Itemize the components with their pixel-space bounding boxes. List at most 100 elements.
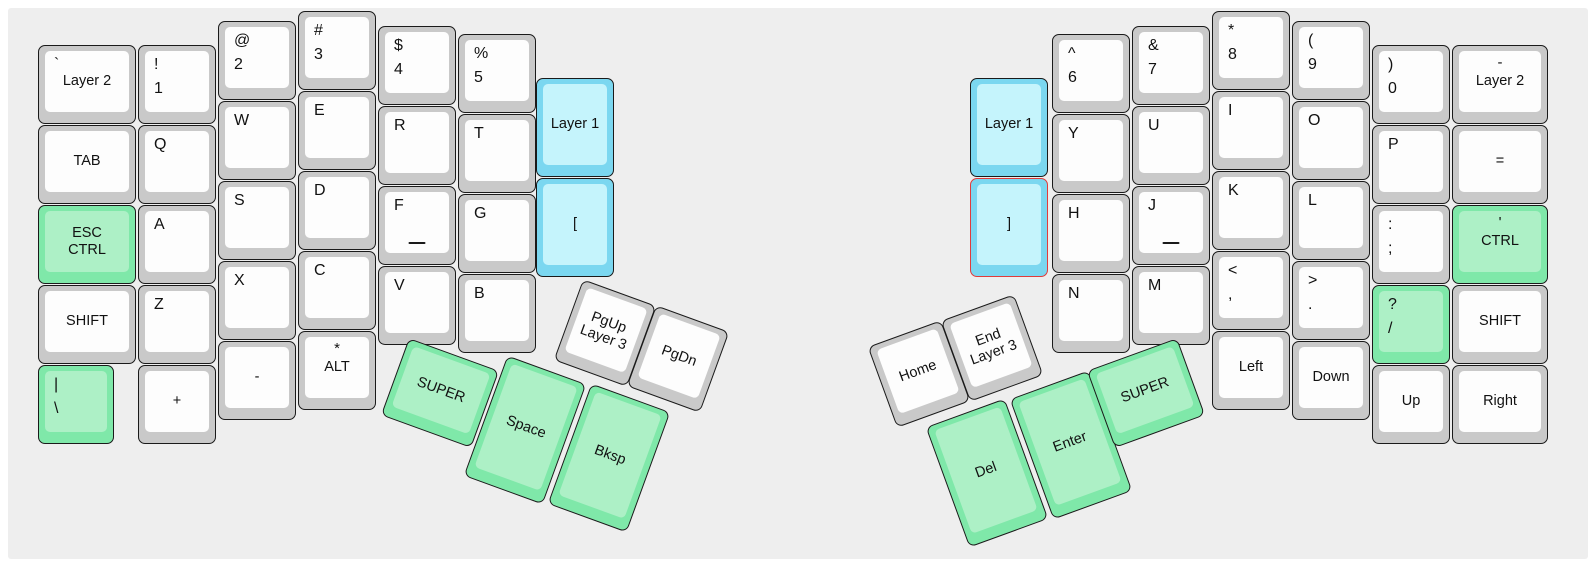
keycap-quote-ctrl: 'CTRL	[1459, 211, 1541, 272]
key-colon[interactable]: :;	[1372, 205, 1450, 284]
key-i[interactable]: I	[1212, 91, 1290, 170]
key-plus[interactable]: +	[138, 365, 216, 444]
key-up[interactable]: Up	[1372, 365, 1450, 444]
key-legend-base-k4: 4	[394, 61, 403, 78]
key-w[interactable]: W	[218, 101, 296, 180]
key-g[interactable]: G	[458, 194, 536, 273]
key-shift-l[interactable]: SHIFT	[38, 285, 136, 364]
key-pipe-backslash[interactable]: |\	[38, 365, 114, 444]
key-k3[interactable]: #3	[298, 11, 376, 90]
key-k5[interactable]: %5	[458, 34, 536, 113]
keycap-k4: $4	[385, 32, 449, 93]
key-legend-top-g: G	[474, 205, 487, 222]
key-r[interactable]: R	[378, 106, 456, 185]
key-legend-top-b: B	[474, 285, 485, 302]
key-legend-esc-ctrl: ESC CTRL	[68, 225, 106, 258]
key-legend-top-colon: :	[1388, 216, 1393, 233]
key-bracket-right[interactable]: ]	[970, 178, 1048, 277]
key-n[interactable]: N	[1052, 274, 1130, 353]
key-y[interactable]: Y	[1052, 114, 1130, 193]
key-k9[interactable]: (9	[1292, 21, 1370, 100]
keycap-comma: <,	[1219, 257, 1283, 318]
key-tab[interactable]: TAB	[38, 125, 136, 204]
key-question-slash[interactable]: ?/	[1372, 285, 1450, 364]
key-z[interactable]: Z	[138, 285, 216, 364]
key-s[interactable]: S	[218, 181, 296, 260]
key-k0[interactable]: )0	[1372, 45, 1450, 124]
key-legend-enter: Enter	[1050, 428, 1089, 456]
key-k4[interactable]: $4	[378, 26, 456, 105]
keycap-layer1-r: Layer 1	[977, 84, 1041, 165]
key-m[interactable]: M	[1132, 266, 1210, 345]
key-legend-left: Left	[1238, 359, 1264, 376]
key-x[interactable]: X	[218, 261, 296, 340]
key-k6[interactable]: ^6	[1052, 34, 1130, 113]
keycap-super-l: SUPER	[391, 346, 491, 435]
key-down[interactable]: Down	[1292, 341, 1370, 420]
keycap-k8: *8	[1219, 17, 1283, 78]
key-legend-bksp: Bksp	[592, 442, 628, 469]
key-right[interactable]: Right	[1452, 365, 1548, 444]
key-left[interactable]: Left	[1212, 331, 1290, 410]
key-shift-r[interactable]: SHIFT	[1452, 285, 1548, 364]
key-legend-del: Del	[972, 458, 999, 482]
key-f[interactable]: F	[378, 186, 456, 265]
key-legend-shifted-alt: *	[334, 340, 340, 357]
key-legend-right: Right	[1483, 393, 1517, 410]
key-legend-top-t: T	[474, 125, 484, 142]
key-j[interactable]: J	[1132, 186, 1210, 265]
keycap-j: J	[1139, 192, 1203, 253]
keycap-esc-ctrl: ESC CTRL	[45, 211, 129, 272]
keycap-q: Q	[145, 131, 209, 192]
key-k[interactable]: K	[1212, 171, 1290, 250]
key-period[interactable]: >.	[1292, 261, 1370, 340]
key-l[interactable]: L	[1292, 181, 1370, 260]
key-minus[interactable]: -	[218, 341, 296, 420]
key-q[interactable]: Q	[138, 125, 216, 204]
key-comma[interactable]: <,	[1212, 251, 1290, 330]
key-bracket-left[interactable]: [	[536, 178, 614, 277]
key-layer2[interactable]: Layer 2`	[38, 45, 136, 124]
key-esc-ctrl[interactable]: ESC CTRL	[38, 205, 136, 284]
key-legend-base-period: .	[1308, 296, 1313, 313]
key-t[interactable]: T	[458, 114, 536, 193]
keycap-n: N	[1059, 280, 1123, 341]
keycap-shift-r: SHIFT	[1459, 291, 1541, 352]
key-legend-top-l: L	[1308, 192, 1317, 209]
key-legend-top-e: E	[314, 102, 325, 119]
key-alt[interactable]: *ALT	[298, 331, 376, 410]
key-equals[interactable]: =	[1452, 125, 1548, 204]
keycap-colon: :;	[1379, 211, 1443, 272]
key-d[interactable]: D	[298, 171, 376, 250]
key-layer1-l[interactable]: Layer 1	[536, 78, 614, 177]
key-p[interactable]: P	[1372, 125, 1450, 204]
key-h[interactable]: H	[1052, 194, 1130, 273]
key-legend-shift-l: SHIFT	[66, 313, 108, 330]
key-o[interactable]: O	[1292, 101, 1370, 180]
keycap-c: C	[305, 257, 369, 318]
key-a[interactable]: A	[138, 205, 216, 284]
key-legend-top-o: O	[1308, 112, 1321, 129]
key-b[interactable]: B	[458, 274, 536, 353]
keycap-k6: ^6	[1059, 40, 1123, 101]
keycap-i: I	[1219, 97, 1283, 158]
key-k8[interactable]: *8	[1212, 11, 1290, 90]
key-layer1-r[interactable]: Layer 1	[970, 78, 1048, 177]
key-quote-ctrl[interactable]: 'CTRL	[1452, 205, 1548, 284]
key-legend-top-w: W	[234, 112, 250, 129]
key-legend-base-k1: 1	[154, 80, 163, 97]
key-minus-layer2[interactable]: -Layer 2	[1452, 45, 1548, 124]
key-legend-pgdn: PgDn	[659, 342, 699, 370]
key-k1[interactable]: !1	[138, 45, 216, 124]
key-k2[interactable]: @2	[218, 21, 296, 100]
key-legend-tab: TAB	[73, 153, 101, 170]
key-legend-base-pipe-backslash: \	[54, 400, 59, 417]
key-c[interactable]: C	[298, 251, 376, 330]
key-legend-top-k8: *	[1228, 22, 1235, 39]
key-e[interactable]: E	[298, 91, 376, 170]
key-v[interactable]: V	[378, 266, 456, 345]
key-k7[interactable]: &7	[1132, 26, 1210, 105]
key-u[interactable]: U	[1132, 106, 1210, 185]
